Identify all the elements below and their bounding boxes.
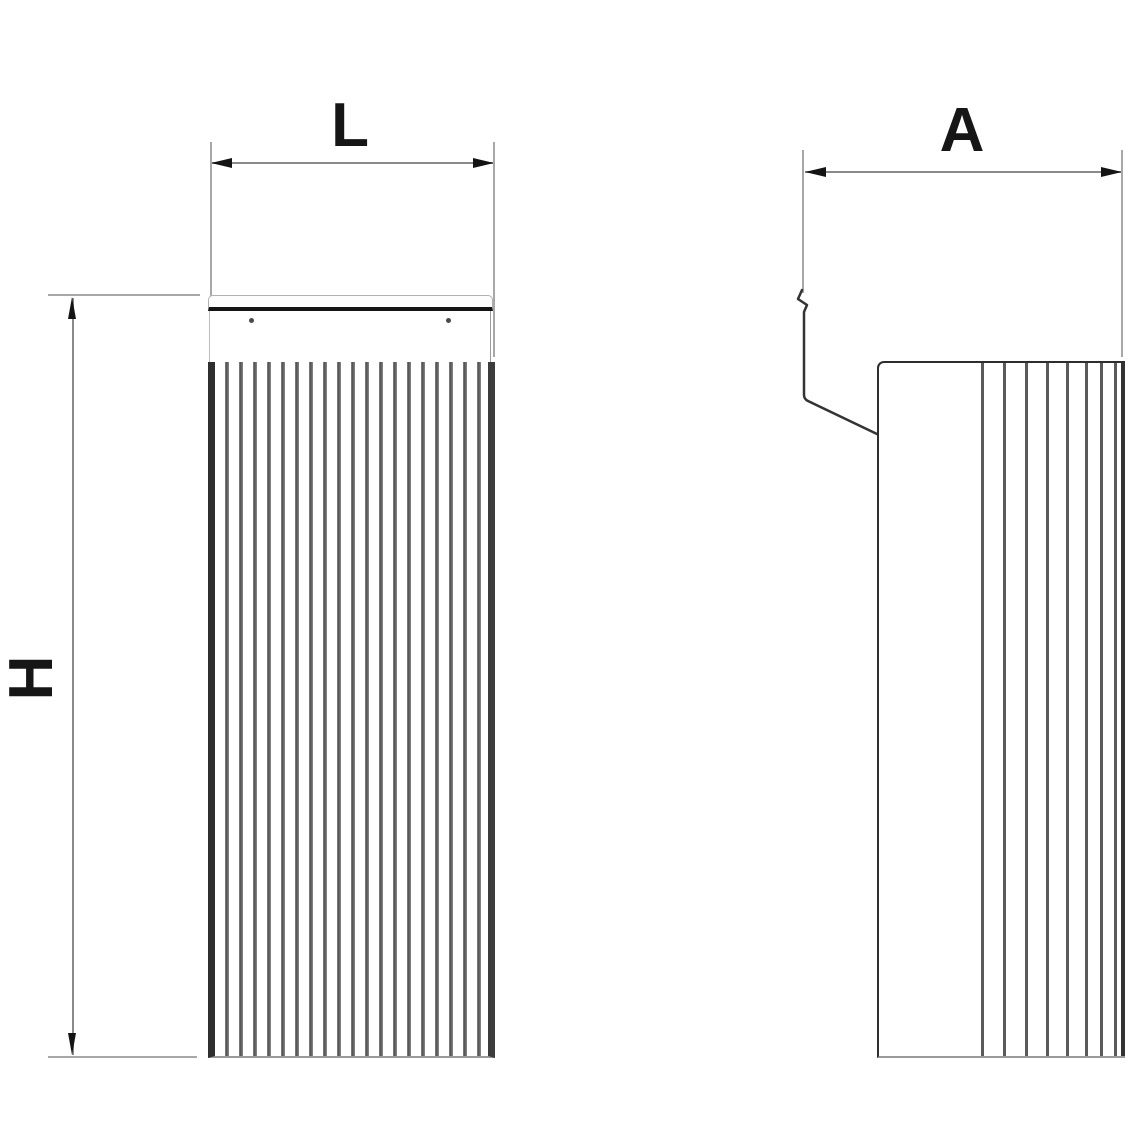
rivet-right [446,318,451,323]
dimension-label-H: H [0,655,66,701]
extension-line-H-bottom [48,1056,197,1058]
rib-line [1065,363,1069,1056]
extension-line-A-right [1121,150,1123,357]
extension-line-L-left [210,142,212,300]
rib-line [1002,363,1006,1056]
ribbed-body-front [208,362,495,1058]
rib-line [1099,363,1103,1056]
extension-line-H-top [48,294,200,296]
dimension-arrow-right-icon [1101,167,1122,177]
extension-line-A-left [802,150,804,293]
rib-line [1084,363,1088,1056]
rivet-left [249,318,254,323]
dimension-arrow-right-icon [473,158,494,168]
dimension-line-A [805,171,1122,173]
dimension-arrow-down-icon [68,1033,76,1055]
rib-line [1024,363,1028,1056]
extension-line-L-right [493,142,495,357]
rib-line [980,363,984,1056]
dimension-arrow-up-icon [68,297,76,319]
dimension-label-L: L [331,91,369,160]
dimension-arrow-left-icon [805,167,826,177]
profile-top-cap [208,295,493,311]
side-body [877,361,1125,1058]
dimension-line-H [72,298,74,1055]
dimension-label-A: A [939,96,985,165]
end-lip-profile [796,288,879,436]
profile-mount-band [209,311,491,362]
rib-line-right-edge [1120,363,1125,1056]
dimension-line-L [211,162,494,164]
rib-line [1113,363,1117,1056]
rib-line [1045,363,1049,1056]
dimension-arrow-left-icon [211,158,232,168]
